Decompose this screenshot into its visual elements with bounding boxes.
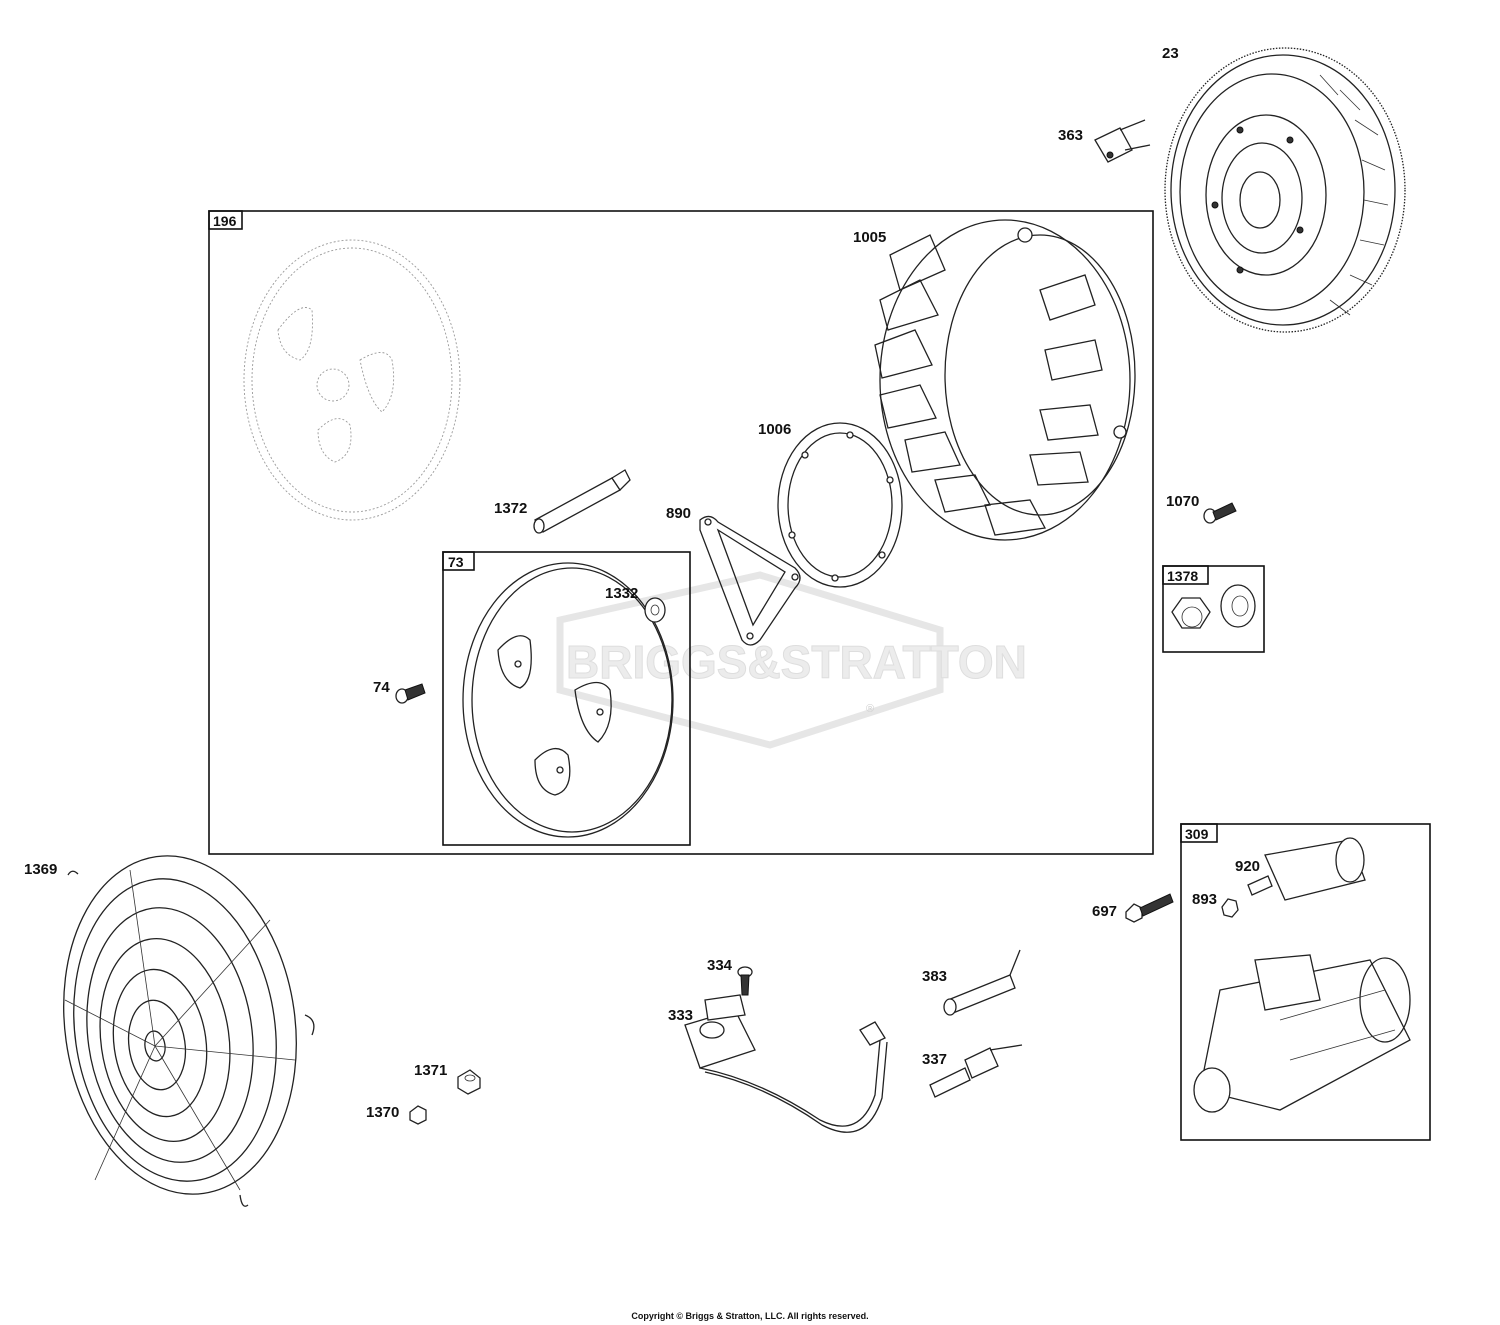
label-196: 196: [213, 213, 237, 229]
label-697: 697: [1092, 903, 1117, 920]
cooling-fan-1005: [874, 219, 1136, 541]
group-frame-196: [208, 210, 1154, 855]
label-363: 363: [1058, 127, 1083, 144]
group-frame-73: [442, 551, 691, 846]
label-1332: 1332: [605, 585, 638, 602]
label-337: 337: [922, 1051, 947, 1068]
label-383: 383: [922, 968, 947, 985]
gasket-ring-1006: [777, 422, 903, 588]
ghost-flywheel-reference: [243, 239, 461, 521]
spark-plug-337: [929, 1044, 1023, 1098]
screw-334: [737, 966, 753, 996]
watermark-text: BRIGGS&STRATTON: [566, 636, 1027, 688]
label-1005: 1005: [853, 229, 886, 246]
triangular-bracket-890: [699, 515, 801, 646]
ignition-coil-333: [684, 994, 888, 1133]
spark-plug-tool-383: [943, 949, 1021, 1016]
group-tag-309: [1180, 823, 1218, 843]
pin-1372: [533, 469, 631, 534]
label-74: 74: [373, 679, 390, 696]
briggs-stratton-watermark: BRIGGS&STRATTON ®: [556, 571, 1027, 749]
registered-mark: ®: [866, 703, 874, 715]
label-890: 890: [666, 505, 691, 522]
nut-893: [1221, 898, 1239, 918]
label-893: 893: [1192, 891, 1217, 908]
group-frame-309: [1180, 823, 1431, 1141]
spacer-1371: [457, 1069, 481, 1095]
label-1371: 1371: [414, 1062, 447, 1079]
cover-plate-73: [462, 562, 674, 838]
label-23: 23: [1162, 45, 1179, 62]
label-334: 334: [707, 957, 733, 974]
label-1369: 1369: [24, 861, 57, 878]
screw-1370: [409, 1105, 427, 1125]
label-333: 333: [668, 1007, 693, 1024]
group-tag-73: [442, 551, 475, 571]
fan-grille-guard-1369: [63, 855, 315, 1207]
label-1006: 1006: [758, 421, 791, 438]
washer-1332: [644, 597, 666, 623]
nut-washer-1378: [1171, 584, 1256, 629]
screw-74: [395, 683, 426, 704]
label-1372: 1372: [494, 500, 527, 517]
label-1070: 1070: [1166, 493, 1199, 510]
group-tag-1378: [1162, 565, 1209, 585]
bolt-1070: [1203, 502, 1237, 524]
starter-motor-309: [1193, 837, 1411, 1113]
group-frame-1378: [1162, 565, 1265, 653]
label-309: 309: [1185, 826, 1209, 842]
label-1370: 1370: [366, 1104, 399, 1121]
label-920: 920: [1235, 858, 1260, 875]
bolt-697: [1125, 893, 1174, 923]
bracket-kit-363: [1094, 119, 1151, 163]
flywheel-ring-gear-23: [1164, 47, 1406, 333]
group-tag-196: [208, 210, 243, 230]
label-73: 73: [448, 554, 464, 570]
label-1378: 1378: [1167, 568, 1198, 584]
copyright-notice: Copyright © Briggs & Stratton, LLC. All …: [631, 1311, 869, 1321]
